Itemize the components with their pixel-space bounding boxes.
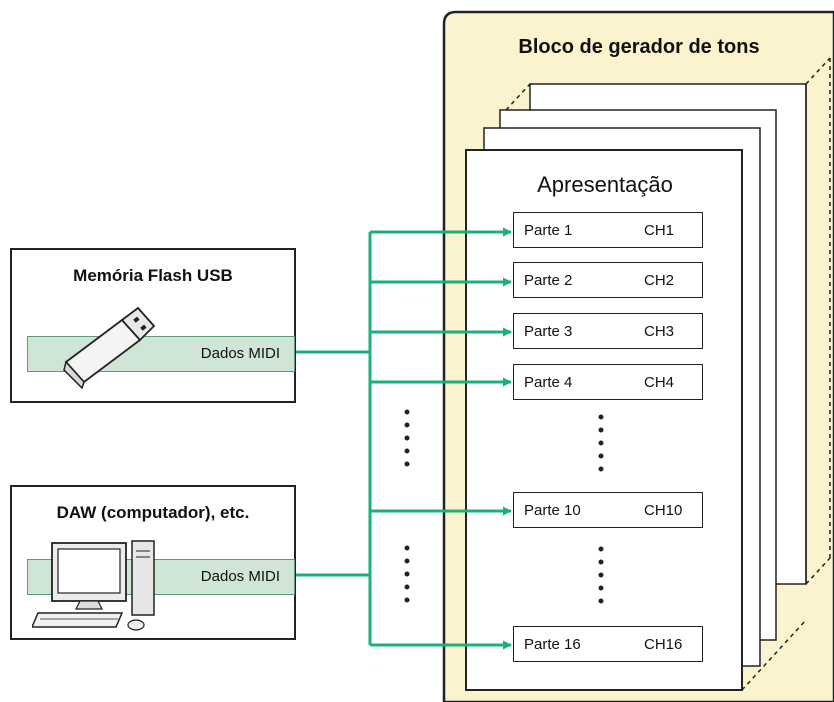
part-channel: CH1 (644, 222, 675, 239)
part-name: Parte 2 (524, 272, 573, 289)
usb-midi-data-label: Dados MIDI (200, 345, 280, 362)
part-channel: CH10 (644, 502, 683, 519)
tone-generator-title: Bloco de gerador de tons (518, 36, 760, 58)
usb-flash-drive-icon (63, 306, 156, 390)
part-box-16: Parte 16 CH16 (513, 626, 703, 662)
part-name: Parte 1 (524, 222, 573, 239)
part-channel: CH4 (644, 374, 675, 391)
daw-computer-title: DAW (computador), etc. (56, 503, 250, 522)
part-channel: CH3 (644, 323, 675, 340)
part-box-3: Parte 3 CH3 (513, 313, 703, 349)
performance-title: Apresentação (537, 172, 673, 197)
part-channel: CH16 (644, 636, 683, 653)
usb-flash-source-box: Memória Flash USB Dados MIDI (10, 248, 296, 403)
part-box-10: Parte 10 CH10 (513, 492, 703, 528)
part-name: Parte 4 (524, 374, 573, 391)
part-name: Parte 3 (524, 323, 573, 340)
daw-midi-data-label: Dados MIDI (200, 568, 280, 585)
part-name: Parte 10 (524, 502, 581, 519)
part-box-4: Parte 4 CH4 (513, 364, 703, 400)
usb-flash-title: Memória Flash USB (73, 266, 233, 285)
ellipsis-dots (404, 409, 604, 604)
part-box-1: Parte 1 CH1 (513, 212, 703, 248)
desktop-computer-icon (32, 540, 155, 631)
part-box-2: Parte 2 CH2 (513, 262, 703, 298)
part-name: Parte 16 (524, 636, 581, 653)
daw-computer-source-box: DAW (computador), etc. Dados MIDI (10, 485, 296, 640)
part-channel: CH2 (644, 272, 675, 289)
midi-connectors (282, 227, 512, 650)
